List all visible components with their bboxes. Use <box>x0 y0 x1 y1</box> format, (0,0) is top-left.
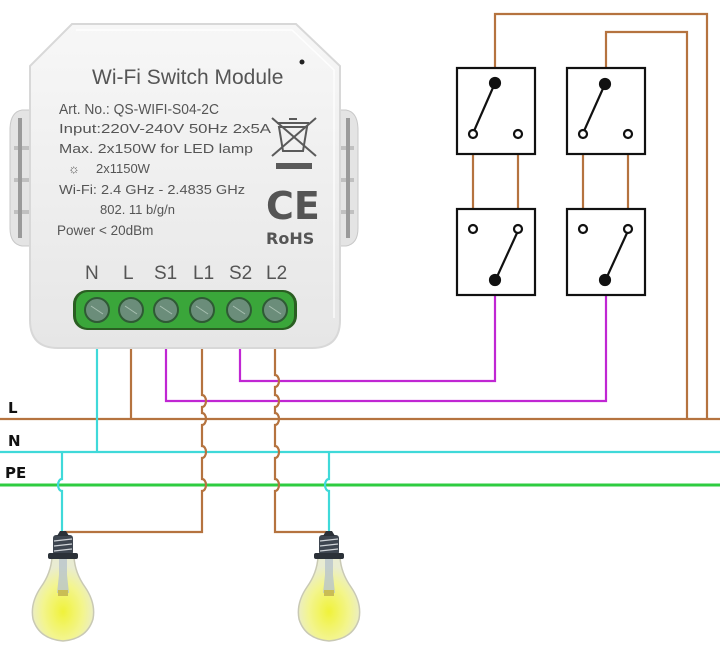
live-bus-label: L <box>8 399 18 417</box>
s2-signal-wire <box>238 282 497 383</box>
l1-lamp-wire <box>64 345 208 534</box>
switches <box>455 66 647 297</box>
terminal-label-s2: S2 <box>229 263 252 284</box>
rohs-mark: RoHS <box>266 229 314 248</box>
module-title: Wi-Fi Switch Module <box>92 66 283 89</box>
switch-terminal <box>512 128 524 140</box>
terminal-label-s1: S1 <box>154 263 177 284</box>
switch-terminal <box>467 223 479 235</box>
lamp-1 <box>31 531 95 642</box>
module-right-clip <box>335 109 359 247</box>
status-led <box>299 59 305 65</box>
switch-2-top[interactable] <box>565 66 647 156</box>
terminal-label-l2: L2 <box>266 263 287 284</box>
bulb-base-icon <box>314 531 344 559</box>
bulb-glass <box>31 556 95 642</box>
switch-terminal <box>622 128 634 140</box>
switch-terminal <box>467 128 479 140</box>
s1-signal-wire <box>164 282 608 403</box>
wifi-frequency: Wi-Fi: 2.4 GHz - 2.4835 GHz <box>59 182 245 197</box>
switch2-live-feed-wire <box>604 30 689 419</box>
wifi-switch-module: Wi-Fi Switch Module Art. No.: QS-WIFI-S0… <box>9 23 359 349</box>
lamp1-neutral-wire <box>56 452 64 535</box>
bulb-base-icon <box>48 531 78 559</box>
l2-lamp-wire <box>273 345 326 534</box>
module-left-clip <box>9 109 33 247</box>
sun-icon: ☼ <box>68 161 80 176</box>
switch-1-bottom[interactable] <box>455 207 537 297</box>
wifi-standard: 802. 11 b/g/n <box>100 202 175 217</box>
terminal-label-n: N <box>85 263 99 284</box>
switch-common-terminal <box>598 273 612 287</box>
bulb-glass <box>297 556 361 642</box>
module-body <box>29 23 341 349</box>
switch-common-terminal <box>488 273 502 287</box>
earth-bus-label: PE <box>5 464 26 482</box>
terminal-label-l1: L1 <box>193 263 214 284</box>
max-incandescent-rating: 2x1150W <box>96 161 151 176</box>
switch-2-bottom[interactable] <box>565 207 647 297</box>
ce-mark: CE <box>266 184 320 228</box>
switch-terminal <box>512 223 524 235</box>
terminal-label-l: L <box>123 263 134 284</box>
terminal-labels: N L S1 L1 S2 L2 <box>85 263 287 284</box>
terminal-block <box>73 290 297 330</box>
input-rating: Input:220V-240V 50Hz 2x5A <box>59 121 271 136</box>
max-led-rating: Max. 2x150W for LED lamp <box>59 141 253 156</box>
switch1-live-feed-wire <box>493 12 709 419</box>
switch-terminal <box>577 128 589 140</box>
switch-1-top[interactable] <box>455 66 537 156</box>
lamp2-neutral-wire <box>323 452 331 535</box>
article-number: Art. No.: QS-WIFI-S04-2C <box>59 102 219 118</box>
weee-bin-icon <box>271 117 317 169</box>
switch-terminal <box>577 223 589 235</box>
transmit-power: Power < 20dBm <box>57 223 153 238</box>
switch-terminal <box>622 223 634 235</box>
lamp-2 <box>297 531 361 642</box>
neutral-bus-label: N <box>8 432 21 450</box>
